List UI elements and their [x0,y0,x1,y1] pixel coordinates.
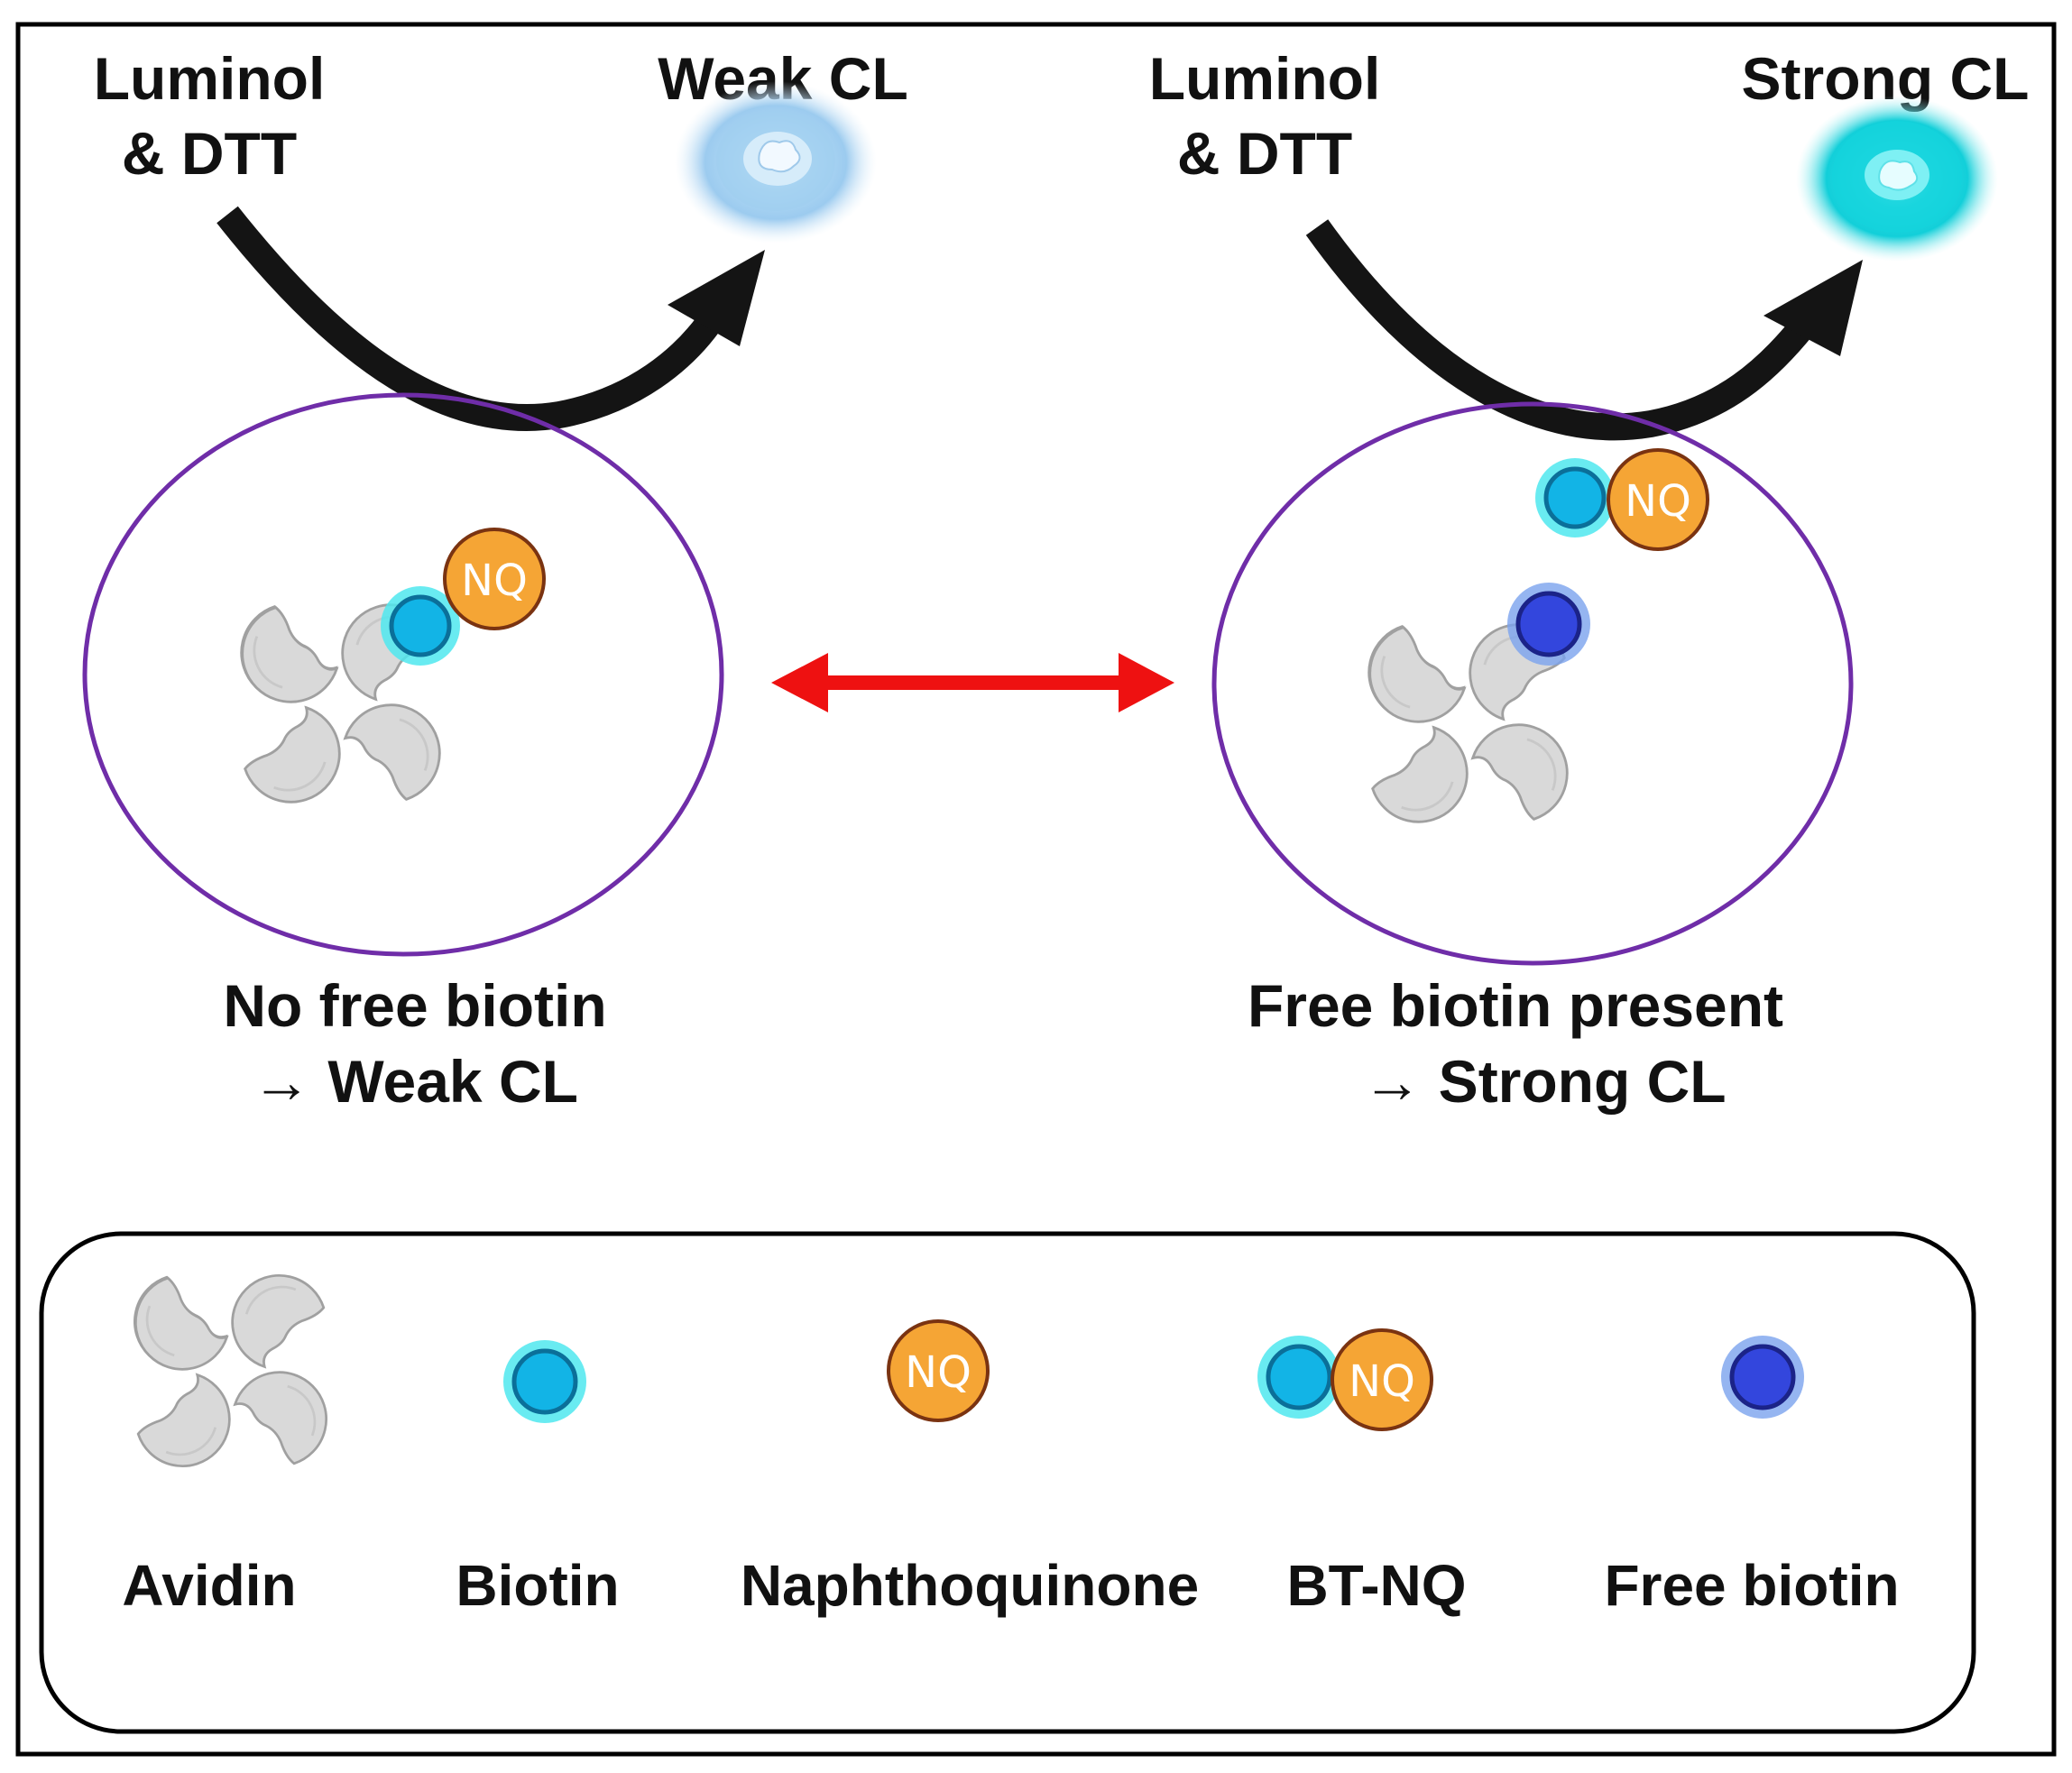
right-caption-line1: Free biotin present [1248,972,1783,1039]
legend-label-bt-nq: BT-NQ [1286,1553,1466,1618]
right-released-bt-nq-icon: NQ [1535,448,1709,551]
legend-label-biotin: Biotin [456,1553,619,1618]
left-caption-line1: No free biotin [223,972,606,1039]
left-bound-bt-nq-icon: NQ [381,528,546,666]
legend-label-free-biotin: Free biotin [1604,1553,1899,1618]
legend-avidin-icon [134,1275,326,1465]
right-reaction-arrow [1305,219,1863,441]
legend-bt-nq-label: NQ [1349,1356,1415,1407]
right-cell-outline [1211,401,1854,966]
legend-label-naphthoquinone: Naphthoquinone [741,1553,1199,1618]
double-headed-arrow [771,653,1174,712]
strong-cl-glow-icon [1796,96,1998,262]
left-panel: Luminol & DTT Weak CL NQ No free biotin … [82,45,908,1115]
right-free-biotin-icon [1507,583,1590,666]
legend-naphthoquinone-icon: NQ [887,1319,990,1422]
right-caption-line2: → Strong CL [1362,1048,1726,1115]
left-reagent-line1: Luminol [94,45,326,112]
legend-nq-label: NQ [905,1347,972,1398]
outer-frame [15,22,2057,1757]
right-reagent-line1: Luminol [1149,45,1381,112]
right-nq-label: NQ [1625,476,1691,527]
left-cell-outline [82,392,724,957]
legend-box: NQ NQ Avidin Biotin Naphthoquinone BT-NQ… [39,1231,1976,1734]
legend-free-biotin-icon [1721,1336,1804,1419]
weak-cl-glow-icon [675,81,877,243]
legend-biotin-icon [503,1340,586,1423]
left-reagent-line2: & DTT [122,120,297,187]
right-panel: Luminol & DTT Strong CL NQ [1149,45,2030,1115]
right-reagent-line2: & DTT [1177,120,1352,187]
legend-bt-nq-icon: NQ [1257,1328,1433,1431]
legend-label-avidin: Avidin [122,1553,296,1618]
left-caption-line2: → Weak CL [252,1048,578,1115]
left-nq-label: NQ [461,556,528,606]
left-reaction-arrow [216,206,765,431]
legend-border [39,1231,1976,1734]
